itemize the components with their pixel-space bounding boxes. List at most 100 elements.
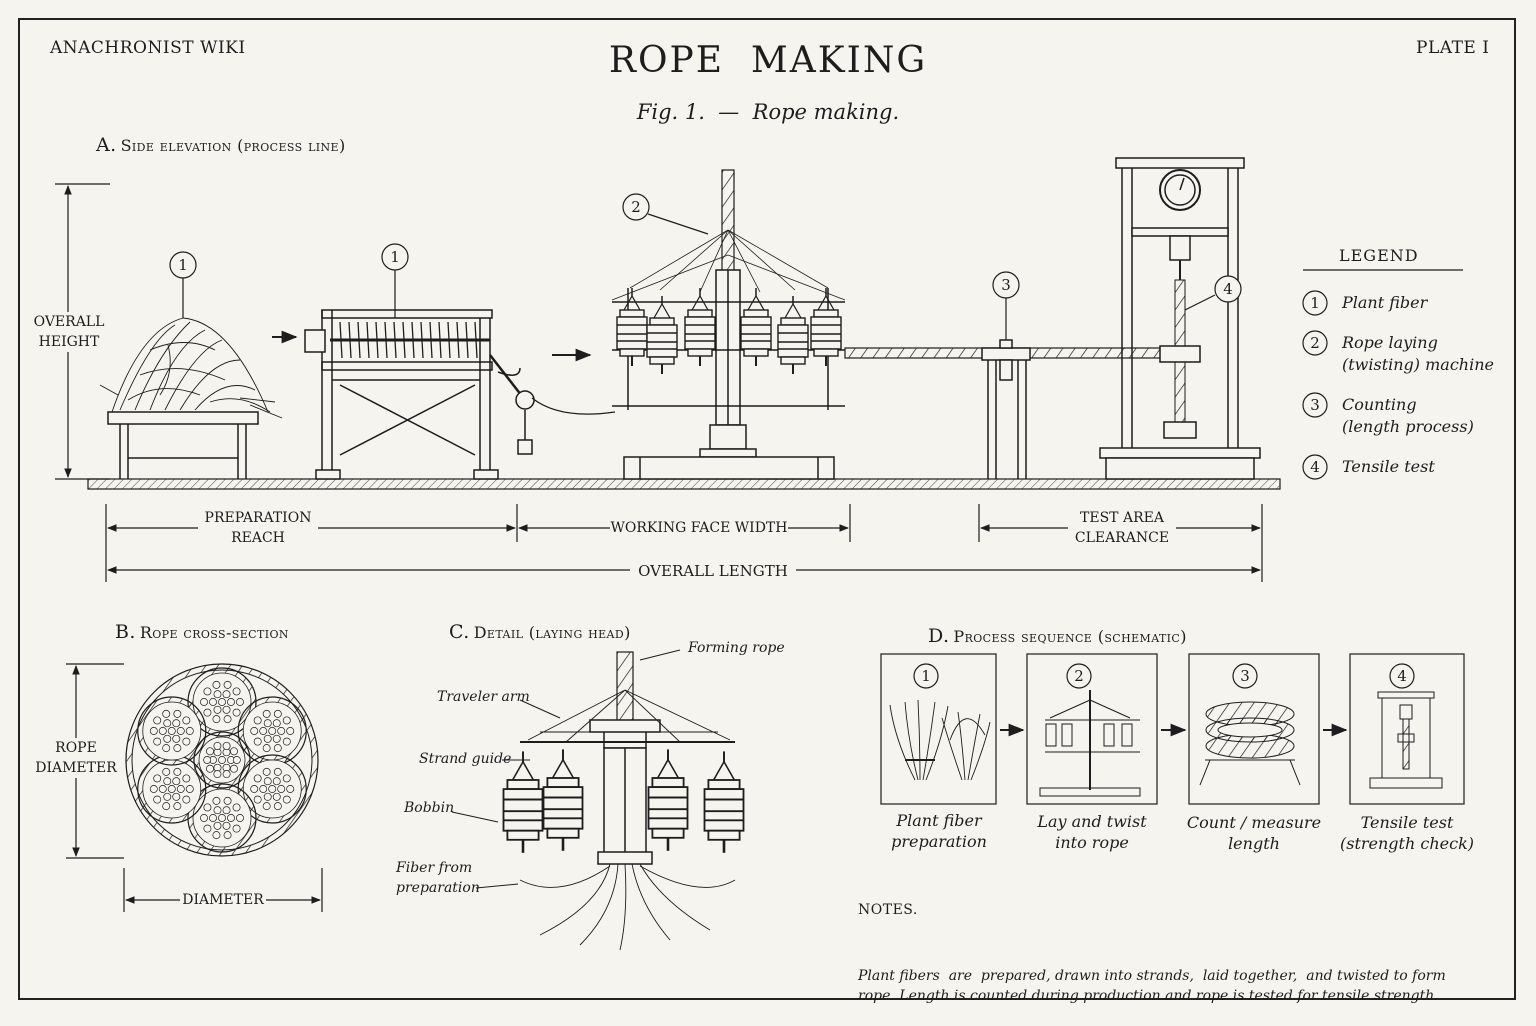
fiber-yarn — [273, 767, 282, 776]
fiber-yarn — [172, 792, 181, 801]
fiber-yarn — [263, 734, 272, 743]
svg-text:4: 4 — [1223, 280, 1233, 298]
bobbin — [616, 287, 648, 367]
fiber-yarn — [273, 744, 282, 753]
fiber-yarn — [212, 831, 221, 840]
fiber-yarn — [158, 727, 167, 735]
notes-title: NOTES. — [858, 902, 918, 918]
page-title: ROPE MAKING — [608, 40, 928, 81]
fiber-yarn — [227, 814, 235, 822]
fiber-yarn — [286, 785, 295, 793]
fiber-yarn — [272, 719, 281, 728]
fiber-yarn — [222, 741, 231, 750]
fiber-yarn — [173, 744, 182, 753]
fiber-yarn — [212, 796, 221, 805]
fiber-yarn — [273, 709, 282, 718]
label-bobbin: Bobbin — [404, 800, 455, 816]
fiber-yarn — [222, 806, 231, 815]
fiber-yarn — [230, 764, 238, 773]
fiber-yarn — [272, 734, 281, 743]
bobbin — [647, 748, 689, 853]
fiber-yarn — [203, 687, 212, 696]
svg-text:2: 2 — [1074, 667, 1084, 685]
fiber-yarn — [232, 824, 241, 833]
fiber-yarn — [167, 727, 176, 735]
hackle-tooth — [429, 321, 433, 359]
fiber-yarn — [212, 680, 221, 689]
fiber-yarn — [163, 777, 172, 786]
wiki-name: ANACHRONIST WIKI — [50, 38, 246, 58]
fiber-yarn — [222, 690, 231, 699]
fiber-yarn — [172, 719, 181, 728]
fiber-yarn — [282, 716, 291, 725]
rope-strands — [137, 667, 307, 853]
hackle-tooth — [438, 321, 442, 359]
fiber-yarn — [182, 716, 191, 725]
fiber-yarn — [182, 737, 191, 746]
hackle-tooth — [456, 321, 460, 359]
section-a-callouts — [169, 193, 1242, 340]
fiber-yarn — [163, 792, 172, 801]
fiber-yarn — [223, 831, 232, 840]
fiber-yarn — [213, 821, 222, 830]
bobbin — [777, 295, 809, 375]
fiber-yarn — [232, 687, 241, 696]
laying-head-detail — [519, 651, 736, 951]
fiber-yarn — [206, 747, 214, 756]
fiber-yarn — [253, 716, 262, 725]
svg-text:1: 1 — [921, 667, 931, 685]
hackle-tooth — [447, 321, 451, 359]
diameter-label: DIAMETER — [180, 890, 266, 910]
fiber-yarn — [259, 785, 268, 793]
hackle-tooth — [375, 321, 379, 359]
callout-numbers: 1 1 2 3 4 1 2 3 4 1 2 3 4 — [178, 198, 1407, 685]
step-4-icon — [1369, 691, 1443, 789]
working-face-width-label: WORKING FACE WIDTH — [610, 518, 788, 538]
legend-item-plant-fiber: Plant fiber — [1342, 293, 1428, 312]
tensile-test-frame — [1099, 157, 1261, 480]
bobbin — [684, 287, 716, 367]
fiber-yarn — [232, 708, 241, 717]
step-4-caption: Tensile test(strength check) — [1340, 813, 1474, 853]
plate-frame — [18, 18, 1516, 1000]
fiber-yarn — [153, 774, 162, 783]
fiber-yarn — [162, 767, 171, 776]
svg-text:4: 4 — [1397, 667, 1407, 685]
hackle-tooth — [357, 321, 361, 359]
fiber-yarn — [218, 756, 226, 764]
section-c-heading: C.Detail (laying head) — [449, 621, 631, 643]
fiber-yarn — [213, 806, 222, 815]
fiber-yarn — [227, 698, 235, 706]
fiber-yarn — [262, 767, 271, 776]
fiber-yarn — [173, 767, 182, 776]
hackle-tooth — [474, 321, 478, 359]
hackle-tooth — [420, 321, 424, 359]
svg-text:1: 1 — [1310, 294, 1320, 312]
fiber-yarn — [218, 698, 226, 706]
fiber-yarn — [277, 785, 286, 793]
fiber-yarn — [176, 727, 185, 735]
hackle-tooth — [348, 321, 352, 359]
fiber-yarn — [263, 792, 272, 801]
fiber-yarn — [222, 705, 231, 714]
fiber-yarn — [158, 785, 167, 793]
fiber-yarn — [222, 821, 231, 830]
label-traveler-arm: Traveler arm — [437, 689, 530, 705]
fiber-yarn — [206, 764, 214, 773]
fiber-yarn — [203, 803, 212, 812]
fiber-yarn — [203, 824, 212, 833]
plant-fiber-pile — [99, 317, 283, 419]
fiber-yarn — [272, 777, 281, 786]
svg-text:1: 1 — [390, 248, 400, 266]
fiber-yarn — [200, 814, 208, 822]
fiber-yarn — [250, 727, 259, 735]
fiber-yarn — [262, 802, 271, 811]
section-d-heading: D.Process sequence (schematic) — [928, 625, 1187, 647]
hackle-teeth — [339, 321, 478, 359]
